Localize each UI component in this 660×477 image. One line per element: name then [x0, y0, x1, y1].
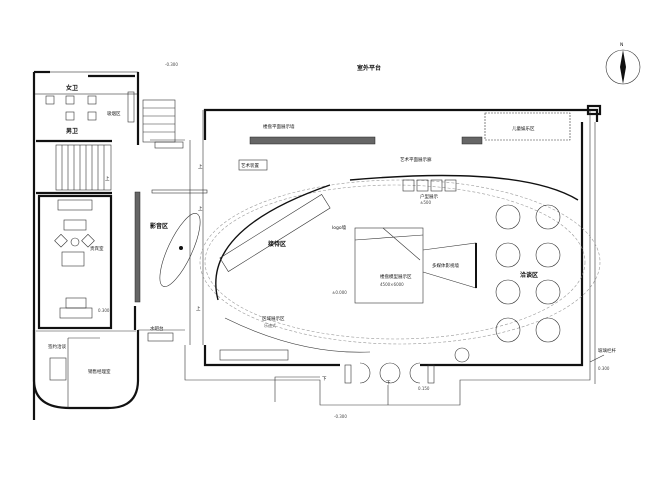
stair-up-label-2: 上	[198, 163, 203, 170]
label-male-wc: 男卫	[66, 127, 78, 135]
plan-display-wall	[249, 136, 376, 145]
label-logo-wall: logo墙	[332, 224, 347, 231]
partition	[151, 189, 208, 194]
stair-up-label-4: 上	[196, 305, 201, 312]
label-art-plan-gallery: 艺术平面展示廊	[400, 156, 432, 163]
label-female-wc: 女卫	[66, 84, 78, 92]
level-entry: 0.150	[418, 386, 430, 391]
regional-display-note: 乐迪式	[264, 322, 276, 328]
entrance-doors	[344, 362, 435, 384]
main-hall-walls	[184, 104, 602, 406]
level-center: ±0.000	[332, 290, 347, 295]
level-bottom: -0.300	[334, 414, 347, 419]
svg-text:N: N	[620, 42, 623, 48]
bench	[154, 141, 184, 149]
label-unit-display: 户型展示	[420, 193, 438, 200]
reception-desk	[219, 194, 331, 272]
av-sofa	[159, 213, 201, 287]
kids-area	[484, 112, 571, 141]
label-outdoor-platform: 室外平台	[357, 64, 381, 72]
level-right: 0.300	[598, 366, 610, 371]
level-left: 0.300	[98, 308, 110, 313]
label-plan-display-wall: 楼盘平面展示墙	[263, 123, 295, 130]
label-vip-room: 贵宾室	[90, 245, 104, 252]
negotiation-tables	[495, 204, 561, 343]
label-reception: 接待区	[267, 240, 286, 248]
label-glass-rail: 玻璃栏杆	[598, 347, 616, 354]
stair-down-label-2: 下	[386, 380, 391, 386]
label-media-wall: 多媒体影视墙	[432, 262, 459, 269]
unit-display-height: ±500	[420, 200, 431, 205]
signing-table	[49, 357, 67, 381]
level-top: -0.300	[165, 62, 178, 67]
model-size: 4500×6000	[380, 282, 404, 287]
unit-display-boards	[402, 179, 457, 192]
left-wing-walls: 女卫 男卫 吸烟区 上 贵宾室 0.300 签约洽谈 销售经理室 水吧台	[32, 70, 185, 420]
regional-display-case	[219, 349, 289, 361]
label-av-area: 影音区	[150, 222, 168, 230]
label-regional-display: 区域展示区	[262, 315, 285, 322]
label-model-area: 楼盘模型展示区	[380, 273, 412, 280]
model-area	[354, 227, 424, 304]
label-water-bar: 水吧台	[150, 325, 164, 332]
stair-up-label-3: 上	[198, 205, 203, 212]
label-kids-area: 儿童娱乐区	[512, 125, 535, 132]
stair-up-label: 上	[105, 175, 110, 182]
vip-furniture	[54, 199, 95, 319]
label-negotiation-area: 洽谈区	[520, 271, 538, 279]
stair-down-label: 下	[322, 376, 327, 382]
stairs	[55, 99, 176, 191]
label-smoking-area: 吸烟区	[107, 110, 121, 117]
av-screen-wall	[134, 191, 141, 303]
label-sales-manager: 销售经理室	[88, 368, 111, 375]
spiral-stair	[454, 347, 470, 363]
gallery-oval-outer	[199, 179, 601, 345]
label-art-installation: 艺术装置	[241, 162, 259, 169]
label-signing-area: 签约洽谈	[48, 343, 66, 350]
water-bar	[147, 332, 174, 342]
north-arrow-icon: N	[605, 42, 641, 85]
toilet-fixtures	[45, 91, 135, 123]
art-installation-box	[238, 159, 268, 171]
